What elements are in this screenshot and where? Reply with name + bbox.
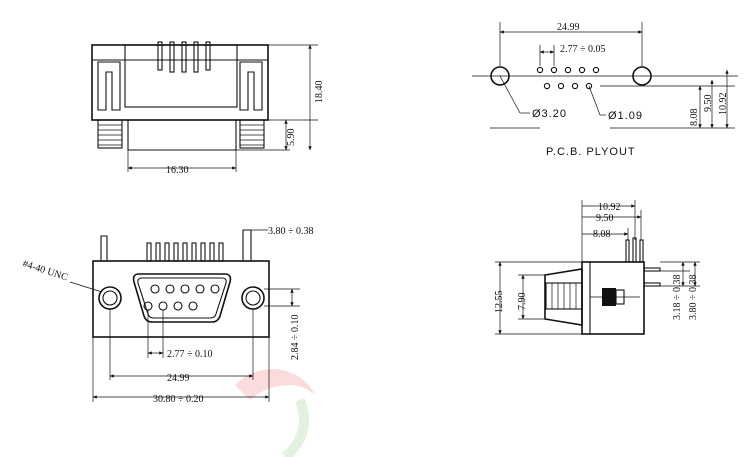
- dim-pin2: 3.80 ÷ 0.38: [688, 275, 699, 321]
- dim-overall-width: 30.80 ÷ 0.20: [153, 394, 204, 405]
- dim-overall: 24.99: [557, 22, 580, 33]
- dim-pin1: 3.18 ÷ 0.38: [672, 275, 683, 321]
- dim-row3: 10.92: [718, 93, 729, 116]
- dim-pin-pitch: 2.77 ÷ 0.10: [167, 349, 213, 360]
- thread-label: #4-40 UNC: [21, 258, 69, 283]
- screw-right: [239, 119, 265, 149]
- screw-left: [97, 119, 123, 149]
- dim-mount-hole: Ø3.20: [532, 108, 567, 120]
- dim-row-spacing: 2.84 ÷ 0.10: [290, 315, 301, 361]
- pcb-caption: P.C.B. PLYOUT: [546, 146, 636, 158]
- dim-lower: 5.90: [286, 129, 297, 147]
- dim-row1: 8.08: [689, 109, 700, 127]
- top-pins: [157, 41, 211, 73]
- front-pins: [146, 242, 224, 262]
- dim-c: 8.08: [593, 229, 611, 240]
- dim-pin-hole: Ø1.09: [608, 110, 643, 122]
- dim-height: 12.55: [494, 291, 505, 314]
- dim-height: 18.40: [314, 81, 325, 104]
- dim-width: 16.30: [166, 165, 189, 176]
- pcb-row1: [536, 66, 600, 74]
- dim-top-offset: 3.80 ÷ 0.38: [268, 226, 314, 237]
- pcb-row2: [543, 82, 593, 90]
- dim-hole-spacing: 24.99: [167, 373, 190, 384]
- dim-a: 10.92: [598, 202, 621, 213]
- top-left-view: 18.40 5.90 16.30: [91, 41, 325, 176]
- watermark: [235, 368, 315, 457]
- dim-shell: 7.90: [517, 293, 528, 311]
- side-view: 10.92 9.50 8.08 12.55 7.90: [494, 200, 700, 335]
- dim-b: 9.50: [596, 213, 614, 224]
- pcb-layout: 24.99 2.77 ÷ 0.05 Ø3.20 Ø1.09: [472, 22, 738, 158]
- dim-pitch: 2.77 ÷ 0.05: [560, 44, 606, 55]
- dim-row2: 9.50: [703, 95, 714, 113]
